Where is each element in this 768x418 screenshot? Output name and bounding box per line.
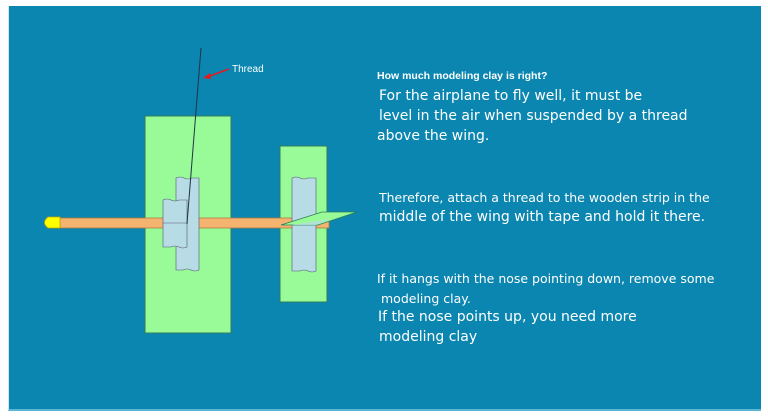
thread-line — [186, 47, 202, 225]
paragraph-1-line-2: level in the air when suspended by a thr… — [379, 108, 688, 124]
paragraph-3-line-1: If it hangs with the nose pointing down,… — [377, 271, 715, 286]
paragraph-1-line-1: For the airplane to fly well, it must be — [379, 88, 643, 104]
paragraph-2-line-1: Therefore, attach a thread to the wooden… — [379, 190, 710, 205]
thread-pointer-arrow — [206, 68, 230, 78]
tape-main-front — [162, 198, 188, 249]
paragraph-3-line-2: modeling clay. — [381, 291, 471, 306]
heading: How much modeling clay is right? — [377, 70, 548, 82]
diagram-panel — [8, 6, 761, 411]
tail-fin-fold — [292, 219, 330, 225]
paragraph-3-line-3: If the nose points up, you need more — [378, 309, 637, 325]
paragraph-1-line-3: above the wing. — [377, 128, 490, 144]
nose-clay — [44, 216, 61, 229]
arrow-head-icon — [203, 73, 211, 79]
paragraph-2-line-2: middle of the wing with tape and hold it… — [379, 209, 706, 225]
paragraph-3-line-4: modeling clay — [379, 329, 478, 345]
thread-label: Thread — [232, 64, 264, 75]
